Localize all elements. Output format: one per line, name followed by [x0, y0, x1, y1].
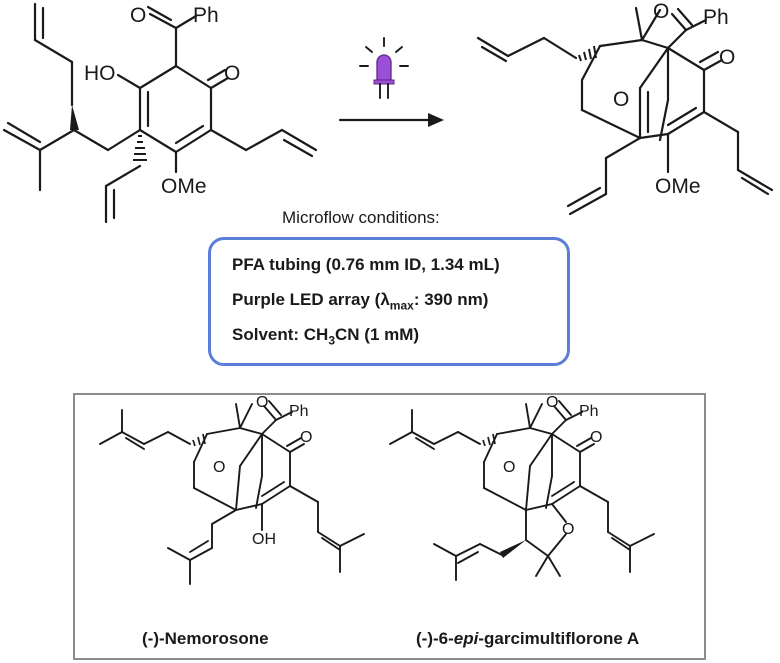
conditions-line-solvent: Solvent: CH3CN (1 mM)	[232, 325, 419, 347]
natural-products-box	[73, 393, 706, 660]
garci-benzoyl-o-label: O	[546, 394, 558, 411]
purple-led-icon	[359, 37, 409, 99]
lambda-max-subscript: max	[389, 298, 414, 313]
conditions-box: PFA tubing (0.76 mm ID, 1.34 mL) Purple …	[208, 237, 570, 366]
nemo-ketone-o-label: O	[300, 429, 312, 446]
sm-ketone-o-label: O	[224, 62, 240, 85]
led-prefix: Purple LED array (	[232, 290, 381, 309]
garci-ketone-o-label: O	[590, 429, 602, 446]
solvent-subscript: 3	[328, 333, 336, 348]
sm-ph-label: Ph	[193, 4, 219, 27]
garci-bridge-o-label: O	[503, 459, 515, 476]
prod-ketone-o-label: O	[719, 46, 735, 69]
prod-benzoyl-o-label: O	[653, 0, 669, 23]
garci-ph-label: Ph	[579, 403, 599, 420]
solvent-prefix: Solvent: CH	[232, 325, 329, 344]
nemorosone-name: (-)-Nemorosone	[142, 629, 269, 648]
conditions-line-tubing: PFA tubing (0.76 mm ID, 1.34 mL)	[232, 255, 500, 274]
sm-benzoyl-o-label: O	[130, 4, 146, 27]
garcimultiflorone-name: (-)-6-epi-garcimultiflorone A	[416, 629, 639, 649]
sm-hydroxyl-label: HO	[84, 62, 116, 85]
reaction-arrow	[338, 113, 444, 127]
garci-name-suffix: -garcimultiflorone A	[478, 629, 640, 648]
nemo-bridge-o-label: O	[213, 459, 225, 476]
led-suffix: : 390 nm)	[413, 290, 489, 309]
conditions-line-led: Purple LED array (λmax: 390 nm)	[232, 290, 488, 312]
nemo-ph-label: Ph	[289, 403, 309, 420]
lambda-symbol: λ	[380, 290, 390, 309]
nemorosone-structure	[99, 400, 365, 585]
garci-name-prefix: (-)-6-	[416, 629, 454, 648]
starting-material-structure	[2, 2, 318, 224]
garci-ring-o-label: O	[562, 521, 574, 538]
nemo-hydroxyl-label: OH	[252, 531, 276, 548]
solvent-suffix: CN (1 mM)	[335, 325, 420, 344]
nemo-benzoyl-o-label: O	[256, 394, 268, 411]
garci-name-epi: epi	[453, 629, 479, 648]
prod-methoxy-label: OMe	[655, 175, 701, 198]
conditions-heading: Microflow conditions:	[282, 208, 440, 227]
sm-methoxy-label: OMe	[161, 175, 207, 198]
prod-ph-label: Ph	[703, 6, 729, 29]
prod-bridge-o-label: O	[613, 88, 629, 111]
garcimultiflorone-structure	[389, 400, 655, 581]
product-structure	[476, 6, 774, 216]
